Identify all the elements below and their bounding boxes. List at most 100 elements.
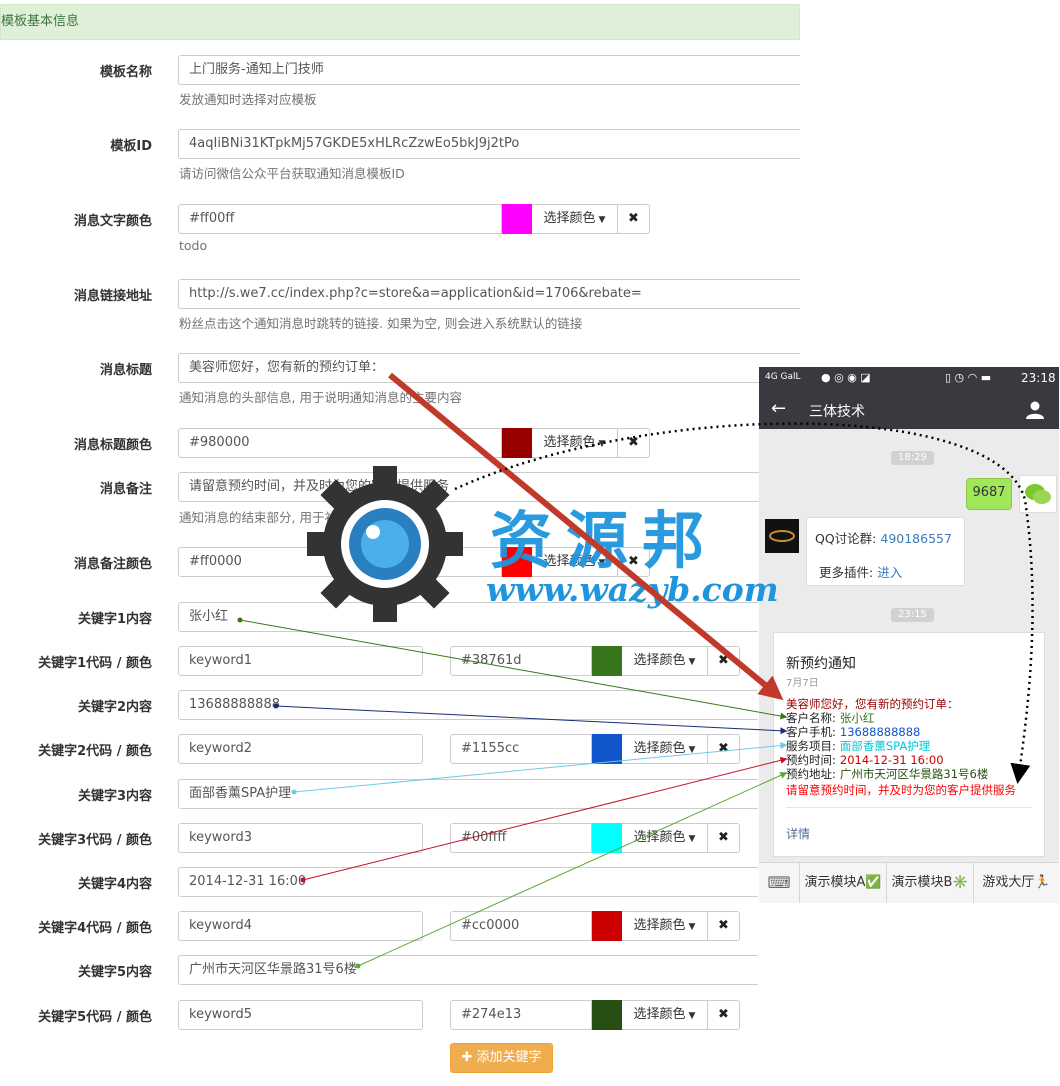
plus-icon: ✚ [461,1050,477,1065]
notify-row-value: 张小红 [839,711,875,725]
menu-item-a[interactable]: 演示模块A✅ [799,863,886,903]
keyword3-color-input[interactable]: #00ffff [450,823,592,853]
keyword2-content-input[interactable]: 13688888888 [178,690,758,720]
keyword2-color-input[interactable]: #1155cc [450,734,592,764]
keyword1-color-group: #38761d 选择颜色▼ ✖ [450,646,740,676]
clear-color-button[interactable]: ✖ [618,428,650,458]
pick-color-button[interactable]: 选择颜色▼ [622,1000,708,1030]
keyword5-color-swatch [592,1000,622,1030]
keyword2-color-swatch [592,734,622,764]
qq-group-line: QQ讨论群: 490186557 [815,531,952,546]
notify-row-value: 13688888888 [839,725,921,739]
pick-color-button[interactable]: 选择颜色▼ [622,911,708,941]
keyword1-color-swatch [592,646,622,676]
pick-color-button[interactable]: 选择颜色▼ [622,646,708,676]
caret-down-icon: ▼ [688,922,696,932]
keyword4-color-input[interactable]: #cc0000 [450,911,592,941]
keyword5-code-input[interactable]: keyword5 [178,1000,423,1030]
pick-color-button[interactable]: 选择颜色▼ [532,428,618,458]
keyword5-content-input[interactable]: 广州市天河区华景路31号6楼 [178,955,758,985]
keyboard-icon[interactable]: ⌨ [767,873,791,892]
keyword2-code-input[interactable]: keyword2 [178,734,423,764]
bot-message-card: QQ讨论群: 490186557 更多插件: 进入 [806,517,965,586]
notification-icons: ● ◎ ◉ ◪ [821,371,871,384]
msg-title-label: 消息标题 [99,363,152,378]
time-chip-2: 23:15 [891,608,934,622]
keyword4-color-group: #cc0000 选择颜色▼ ✖ [450,911,740,941]
detail-divider [786,807,1032,808]
notify-row: 服务项目:面部香薰SPA护理 [786,739,930,753]
menu-item-b[interactable]: 演示模块B✳️ [886,863,973,903]
pick-color-button[interactable]: 选择颜色▼ [532,204,618,234]
gear-logo-icon [307,466,463,622]
detail-link[interactable]: 详情 [786,827,811,841]
template-name-input[interactable]: 上门服务-通知上门技师 [178,55,800,85]
clear-color-button[interactable]: ✖ [708,646,740,676]
msg-title-input[interactable]: 美容师您好，您有新的预约订单： [178,353,800,383]
msg-text-color-input[interactable]: #ff00ff [178,204,502,234]
logo-swirl-icon [769,530,795,542]
keyword4-color-swatch [592,911,622,941]
chat-title: 三体技术 [809,404,865,420]
notify-row-label: 客户名称: [786,711,836,725]
caret-down-icon: ▼ [598,215,606,225]
qq-number-link[interactable]: 490186557 [880,531,952,546]
msg-link-label: 消息链接地址 [73,289,152,304]
template-id-help: 请访问微信公众平台获取通知消息模板ID [179,166,405,181]
bot-avatar [765,519,799,553]
signal-status: 4G GalL [765,372,801,382]
watermark-title: 资源邦 [490,504,719,577]
template-id-input[interactable]: 4aqIiBNi31KTpkMj57GKDE5xHLRcZzwEo5bkJ9j2… [178,129,800,159]
caret-down-icon: ▼ [688,1011,696,1021]
add-keyword-button[interactable]: ✚ 添加关键字 [450,1043,553,1073]
msg-text-color-group: #ff00ff 选择颜色▼ ✖ [178,204,650,234]
clear-color-button[interactable]: ✖ [708,734,740,764]
keyword3-content-input[interactable]: 面部香薰SPA护理 [178,779,758,809]
notify-row-label: 服务项目: [786,739,836,753]
notify-row: 客户手机:13688888888 [786,725,920,739]
template-name-label: 模板名称 [99,65,152,80]
user-profile-icon[interactable] [1025,400,1045,420]
keyword3-color-group: #00ffff 选择颜色▼ ✖ [450,823,740,853]
keyword1-color-input[interactable]: #38761d [450,646,592,676]
msg-link-input[interactable]: http://s.we7.cc/index.php?c=store&a=appl… [178,279,800,309]
keyword2-content-label: 关键字2内容 [77,700,152,715]
clear-color-button[interactable]: ✖ [618,204,650,234]
template-id-label: 模板ID [110,139,152,154]
keyword3-content-label: 关键字3内容 [77,789,152,804]
notify-date: 7月7日 [786,678,819,689]
more-plugins-line: 更多插件: 进入 [819,565,903,580]
keyword5-color-input[interactable]: #274e13 [450,1000,592,1030]
my-avatar [1019,475,1057,513]
wechat-icon [1025,484,1051,504]
status-time: 23:18 [1021,371,1056,385]
keyword4-code-label: 关键字4代码 / 颜色 [38,921,152,936]
pick-color-button[interactable]: 选择颜色▼ [622,734,708,764]
msg-title-color-input[interactable]: #980000 [178,428,502,458]
msg-text-color-help: todo [179,238,208,253]
clear-color-button[interactable]: ✖ [708,823,740,853]
keyword4-code-input[interactable]: keyword4 [178,911,423,941]
template-message-card[interactable]: 新预约通知 7月7日 美容师您好，您有新的预约订单： 客户名称:张小红客户手机:… [773,632,1045,857]
chat-title-bar: ← 三体技术 [759,391,1059,429]
template-name-help: 发放通知时选择对应模板 [179,92,317,107]
keyword1-code-label: 关键字1代码 / 颜色 [38,656,152,671]
caret-down-icon: ▼ [688,657,696,667]
keyword1-code-input[interactable]: keyword1 [178,646,423,676]
caret-down-icon: ▼ [688,745,696,755]
pick-color-button[interactable]: 选择颜色▼ [622,823,708,853]
menu-bar: ⌨ 演示模块A✅ 演示模块B✳️ 游戏大厅🏃 [759,862,1059,903]
my-message-bubble: 9687 [966,478,1012,510]
msg-remark-color-label: 消息备注颜色 [73,557,152,572]
keyword4-content-input[interactable]: 2014-12-31 16:00 [178,867,758,897]
keyword3-code-input[interactable]: keyword3 [178,823,423,853]
menu-item-games[interactable]: 游戏大厅🏃 [973,863,1059,903]
clear-color-button[interactable]: ✖ [708,1000,740,1030]
system-icons: ▯ ◷ ◠ ▬ [945,371,992,384]
msg-title-color-group: #980000 选择颜色▼ ✖ [178,428,650,458]
more-plugins-link[interactable]: 进入 [877,565,903,580]
time-chip-1: 18:29 [891,451,934,465]
back-arrow-icon[interactable]: ← [771,398,787,419]
clear-color-button[interactable]: ✖ [708,911,740,941]
msg-title-help: 通知消息的头部信息, 用于说明通知消息的主要内容 [179,390,462,405]
